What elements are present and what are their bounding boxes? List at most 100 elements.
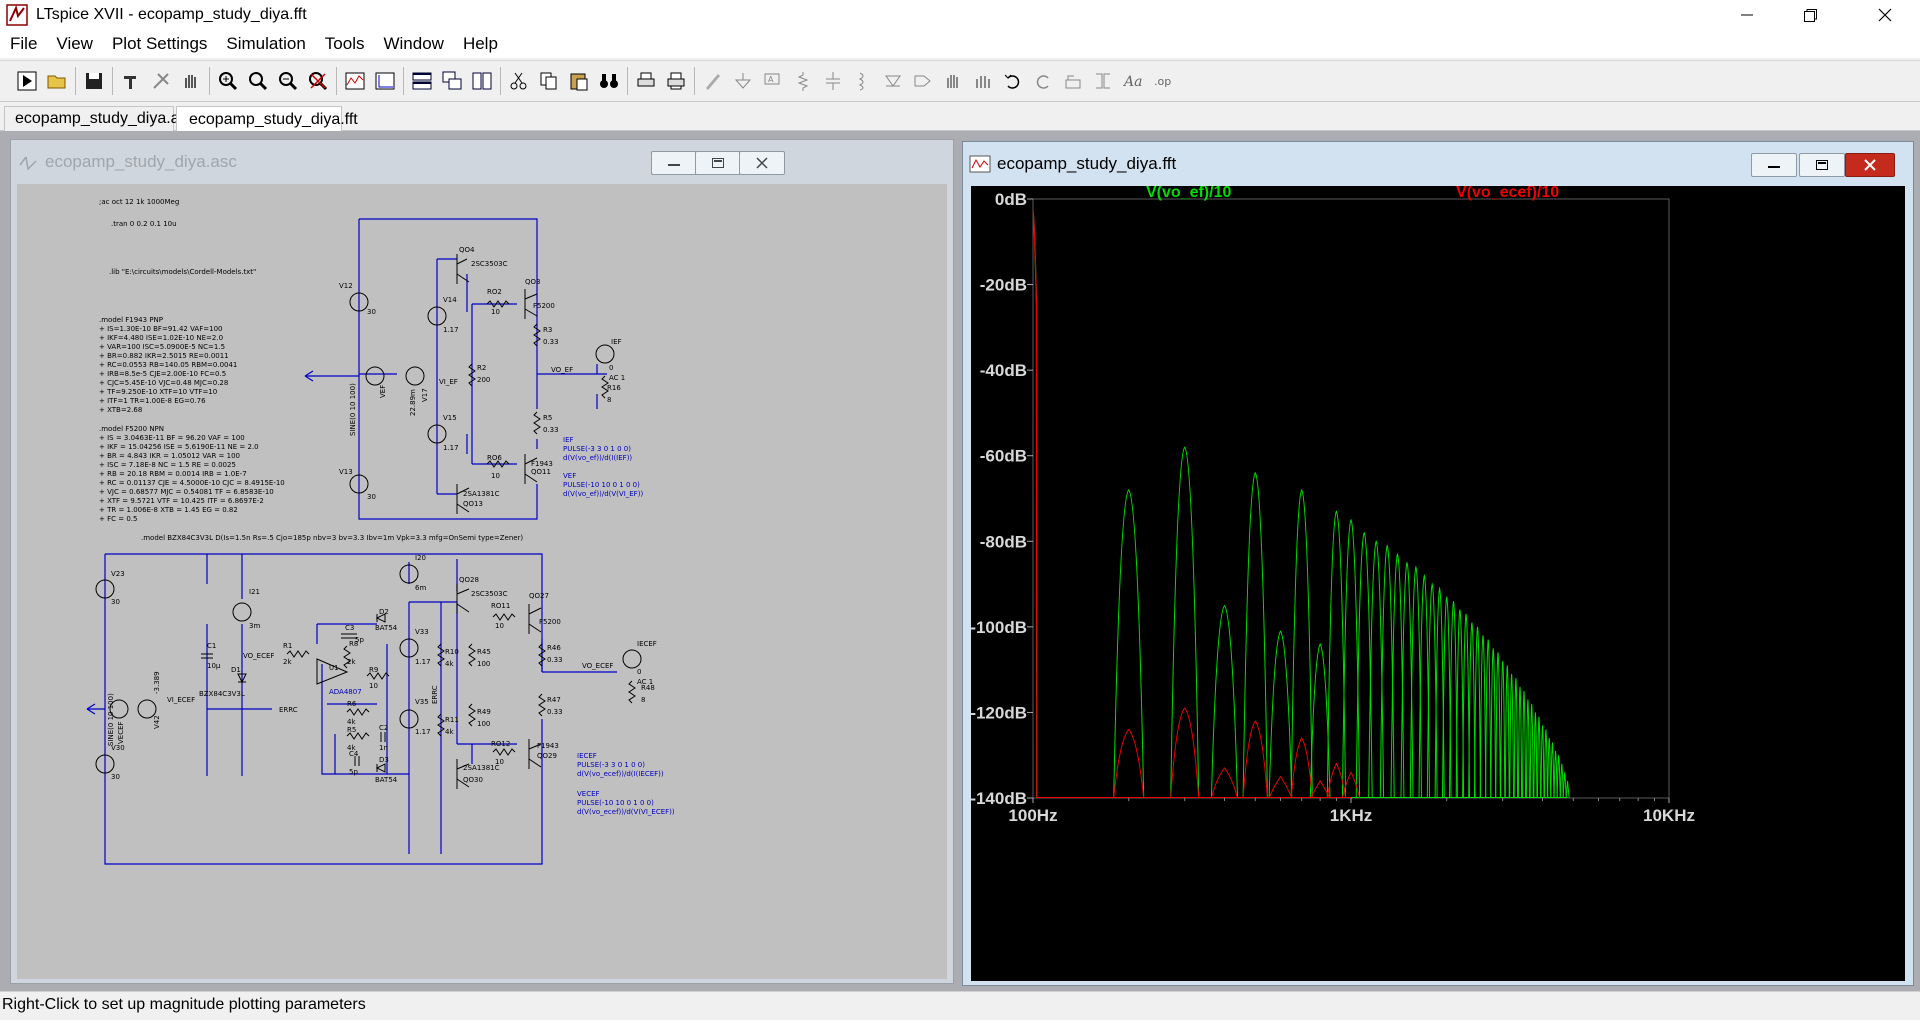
v33-source[interactable] xyxy=(399,638,419,658)
iecef-source[interactable] xyxy=(622,649,642,669)
ro12-resistor[interactable] xyxy=(492,748,516,756)
ro2-resistor[interactable] xyxy=(486,300,510,308)
lib-directive[interactable]: .lib "E:\circuits\models\Cordell-Models.… xyxy=(109,268,256,276)
tab-schematic[interactable]: ecopamp_study_diya.asc xyxy=(4,106,196,131)
schematic-minimize-button[interactable] xyxy=(651,151,697,175)
y-axis[interactable]: 0dB-20dB-40dB-60dB-80dB-100dB-120dB-140d… xyxy=(971,190,1033,808)
r5-resistor[interactable] xyxy=(533,411,541,435)
fft-plot-pane[interactable]: 0dB-20dB-40dB-60dB-80dB-100dB-120dB-140d… xyxy=(971,186,1905,981)
r46-resistor[interactable] xyxy=(538,643,546,667)
autorange-button[interactable] xyxy=(340,66,370,96)
d1-zener[interactable] xyxy=(237,673,247,684)
model-f5200-directive[interactable]: .model F5200 NPN + IS = 3.0463E-11 BF = … xyxy=(99,425,285,523)
tab-fft[interactable]: ecopamp_study_diya.fft xyxy=(176,106,358,132)
restore-button[interactable] xyxy=(1781,0,1839,30)
print-button[interactable] xyxy=(631,66,661,96)
cascade-button[interactable] xyxy=(437,66,467,96)
ac-directive[interactable]: ;ac oct 12 1k 1000Meg xyxy=(99,198,179,206)
schematic-canvas[interactable]: ;ac oct 12 1k 1000Meg .tran 0 0.2 0.1 10… xyxy=(17,184,947,979)
open-button[interactable] xyxy=(42,66,72,96)
zoom-cancel-button[interactable] xyxy=(303,66,333,96)
model-f1943-directive[interactable]: .model F1943 PNP + IS=1.30E-10 BF=91.42 … xyxy=(99,316,237,414)
top-circuit[interactable]: V12 30 V13 30 V14 1.17 V15 1.17 VEF SINE… xyxy=(304,218,643,520)
r10-resistor[interactable] xyxy=(437,643,445,667)
fft-close-button[interactable] xyxy=(1845,153,1895,177)
diode-button[interactable] xyxy=(878,66,908,96)
v15-source[interactable] xyxy=(427,424,447,444)
qo27-transistor[interactable] xyxy=(528,604,542,634)
ground-button[interactable] xyxy=(728,66,758,96)
label-net-button[interactable]: A xyxy=(758,66,788,96)
undo-button[interactable] xyxy=(998,66,1028,96)
fft-minimize-button[interactable] xyxy=(1751,153,1797,177)
component-button[interactable] xyxy=(908,66,938,96)
move-button[interactable] xyxy=(938,66,968,96)
model-bzx-directive[interactable]: .model BZX84C3V3L D(Is=1.5n Rs=.5 Cjo=18… xyxy=(141,534,523,542)
close-button[interactable] xyxy=(1856,0,1914,30)
v42-source[interactable] xyxy=(137,699,157,719)
bottom-circuit[interactable]: V23 30 V30 30 VECEF SINE(0 10 100) V42 -… xyxy=(86,553,675,865)
capacitor-button[interactable] xyxy=(818,66,848,96)
schematic-window[interactable]: ecopamp_study_diya.asc ;ac oct 12 1k 100… xyxy=(10,139,954,984)
c4-capacitor[interactable] xyxy=(354,756,360,766)
menu-plot-settings[interactable]: Plot Settings xyxy=(111,34,208,53)
r48-resistor[interactable] xyxy=(628,680,636,704)
text-button[interactable]: Aa xyxy=(1118,66,1148,96)
ro11-resistor[interactable] xyxy=(492,613,516,621)
redo-button[interactable] xyxy=(1028,66,1058,96)
v35-source[interactable] xyxy=(399,709,419,729)
r49-resistor[interactable] xyxy=(468,703,476,727)
qo13-transistor[interactable] xyxy=(456,484,470,514)
r6-resistor[interactable] xyxy=(346,708,370,716)
qo30-transistor[interactable] xyxy=(456,759,470,789)
qo29-transistor[interactable] xyxy=(528,739,542,769)
vecef-source[interactable] xyxy=(109,699,129,719)
print-preview-button[interactable] xyxy=(661,66,691,96)
r16-resistor[interactable] xyxy=(601,375,609,399)
draw-wire-button[interactable] xyxy=(698,66,728,96)
schematic-drawing[interactable]: ;ac oct 12 1k 1000Meg .tran 0 0.2 0.1 10… xyxy=(17,184,947,979)
run-button[interactable] xyxy=(12,66,42,96)
control-panel-button[interactable] xyxy=(116,66,146,96)
v17-source[interactable] xyxy=(405,366,425,386)
zoom-in-button[interactable] xyxy=(213,66,243,96)
r45-resistor[interactable] xyxy=(468,643,476,667)
rotate-button[interactable] xyxy=(1058,66,1088,96)
cut-button[interactable] xyxy=(504,66,534,96)
r5b-resistor[interactable] xyxy=(346,732,370,740)
halt-button[interactable] xyxy=(146,66,176,96)
series-1[interactable] xyxy=(1032,211,1361,799)
tile-horizontal-button[interactable] xyxy=(407,66,437,96)
mirror-button[interactable] xyxy=(1088,66,1118,96)
d3-diode[interactable] xyxy=(375,763,386,773)
menu-help[interactable]: Help xyxy=(462,34,498,53)
u1-opamp[interactable] xyxy=(316,658,349,685)
r1-resistor[interactable] xyxy=(286,650,310,658)
schematic-window-titlebar[interactable]: ecopamp_study_diya.asc xyxy=(11,140,953,184)
menu-view[interactable]: View xyxy=(56,34,93,53)
fft-chart[interactable]: 0dB-20dB-40dB-60dB-80dB-100dB-120dB-140d… xyxy=(971,186,1905,981)
drag-button[interactable] xyxy=(968,66,998,96)
fft-window[interactable]: ecopamp_study_diya.fft 0dB-20dB-40dB-60d… xyxy=(962,141,1914,986)
schematic-maximize-button[interactable] xyxy=(695,151,741,175)
legend-series-vo-ef[interactable]: V(vo_ef)/10 xyxy=(1146,186,1231,201)
d2-diode[interactable] xyxy=(375,613,386,623)
inductor-button[interactable] xyxy=(848,66,878,96)
schematic-close-button[interactable] xyxy=(739,151,785,175)
r8-resistor[interactable] xyxy=(343,645,351,669)
menu-simulation[interactable]: Simulation xyxy=(226,34,306,53)
zoom-fit-button[interactable] xyxy=(243,66,273,96)
v13-source[interactable] xyxy=(349,474,369,494)
c1-capacitor[interactable] xyxy=(201,653,213,659)
zoom-out-button[interactable] xyxy=(273,66,303,96)
menu-tools[interactable]: Tools xyxy=(324,34,365,53)
tran-directive[interactable]: .tran 0 0.2 0.1 10u xyxy=(111,220,177,228)
save-button[interactable] xyxy=(79,66,109,96)
vef-source[interactable] xyxy=(365,366,385,386)
qo28-transistor[interactable] xyxy=(456,584,470,614)
v14-source[interactable] xyxy=(427,306,447,326)
c3-capacitor[interactable] xyxy=(341,633,357,639)
fft-window-titlebar[interactable]: ecopamp_study_diya.fft xyxy=(963,142,1913,186)
plot-settings-button[interactable] xyxy=(370,66,400,96)
